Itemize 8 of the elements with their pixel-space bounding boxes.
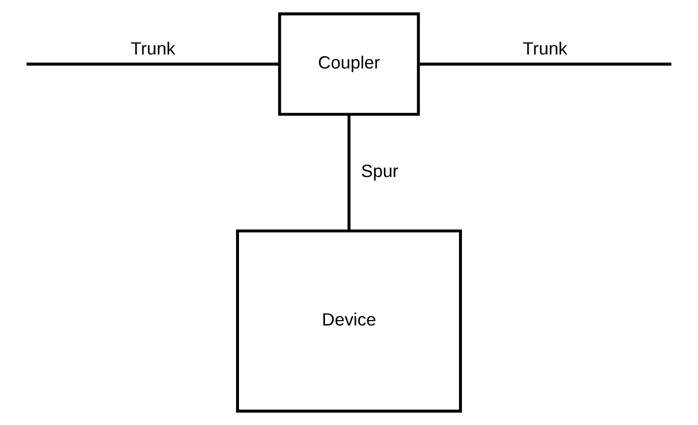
edge-label: Trunk — [130, 38, 176, 59]
node-box: Coupler — [278, 12, 420, 116]
connector — [26, 62, 280, 66]
edge-label: Trunk — [522, 38, 568, 59]
node-box: Device — [236, 229, 462, 413]
connector — [348, 114, 350, 231]
connector — [418, 62, 672, 66]
edge-label: Spur — [361, 161, 398, 182]
